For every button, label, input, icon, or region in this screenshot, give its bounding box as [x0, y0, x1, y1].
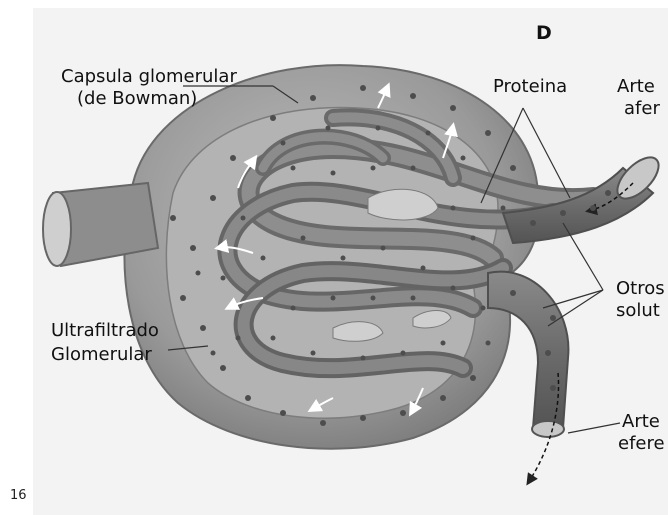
afferent-label-line1: Arte: [617, 76, 655, 98]
ultrafiltrate-label-line1: Ultrafiltrado: [51, 320, 159, 342]
efferent-label-line2: efere: [618, 433, 665, 455]
glomerulus-figure: D Capsula glomerular (de Bowman) Protein…: [33, 8, 668, 515]
solutes-label-line1: Otros: [616, 278, 665, 300]
efferent-arteriole: [488, 272, 568, 483]
ultrafiltrate-label-line2: Glomerular: [51, 344, 152, 366]
page-number: 16: [10, 488, 27, 503]
solutes-leader-c: [563, 223, 603, 290]
protein-label: Proteina: [493, 76, 567, 98]
afferent-label-line2: afer: [624, 98, 660, 120]
panel-letter: D: [536, 22, 552, 44]
capsule-label-line1: Capsula glomerular: [61, 66, 237, 88]
efferent-leader: [568, 423, 620, 433]
efferent-label-line1: Arte: [622, 411, 660, 433]
capsule-label-line2: (de Bowman): [77, 88, 197, 110]
solutes-label-line2: solut: [616, 300, 660, 322]
